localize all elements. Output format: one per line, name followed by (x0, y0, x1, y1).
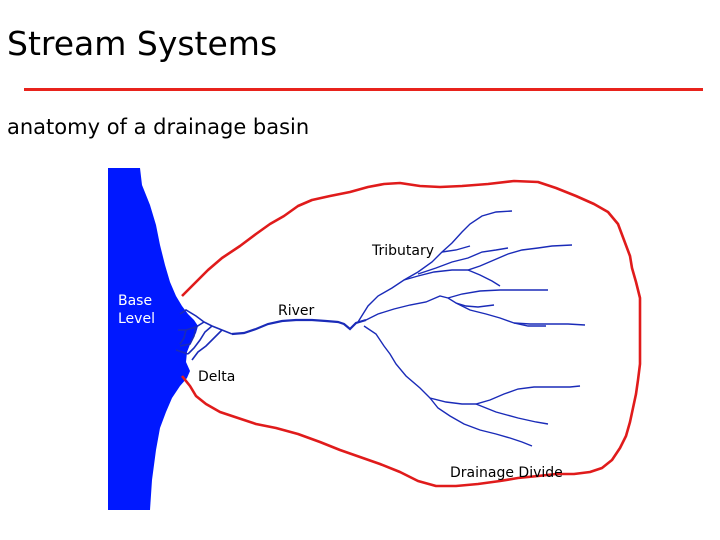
slide-subtitle: anatomy of a drainage basin (7, 115, 310, 139)
main-river (231, 318, 367, 336)
base-level-label-line2: Level (118, 311, 155, 327)
river-label: River (278, 303, 315, 319)
base-level-water (108, 168, 198, 510)
tributary-label: Tributary (371, 243, 434, 259)
title-underline (24, 88, 703, 91)
drainage-divide-label: Drainage Divide (450, 465, 563, 481)
delta-label: Delta (198, 369, 235, 385)
base-level-label-line1: Base (118, 293, 152, 309)
slide-title: Stream Systems (7, 24, 278, 63)
tributary-streams (357, 210, 586, 447)
drainage-divide (180, 179, 642, 488)
delta-channels (175, 309, 233, 361)
